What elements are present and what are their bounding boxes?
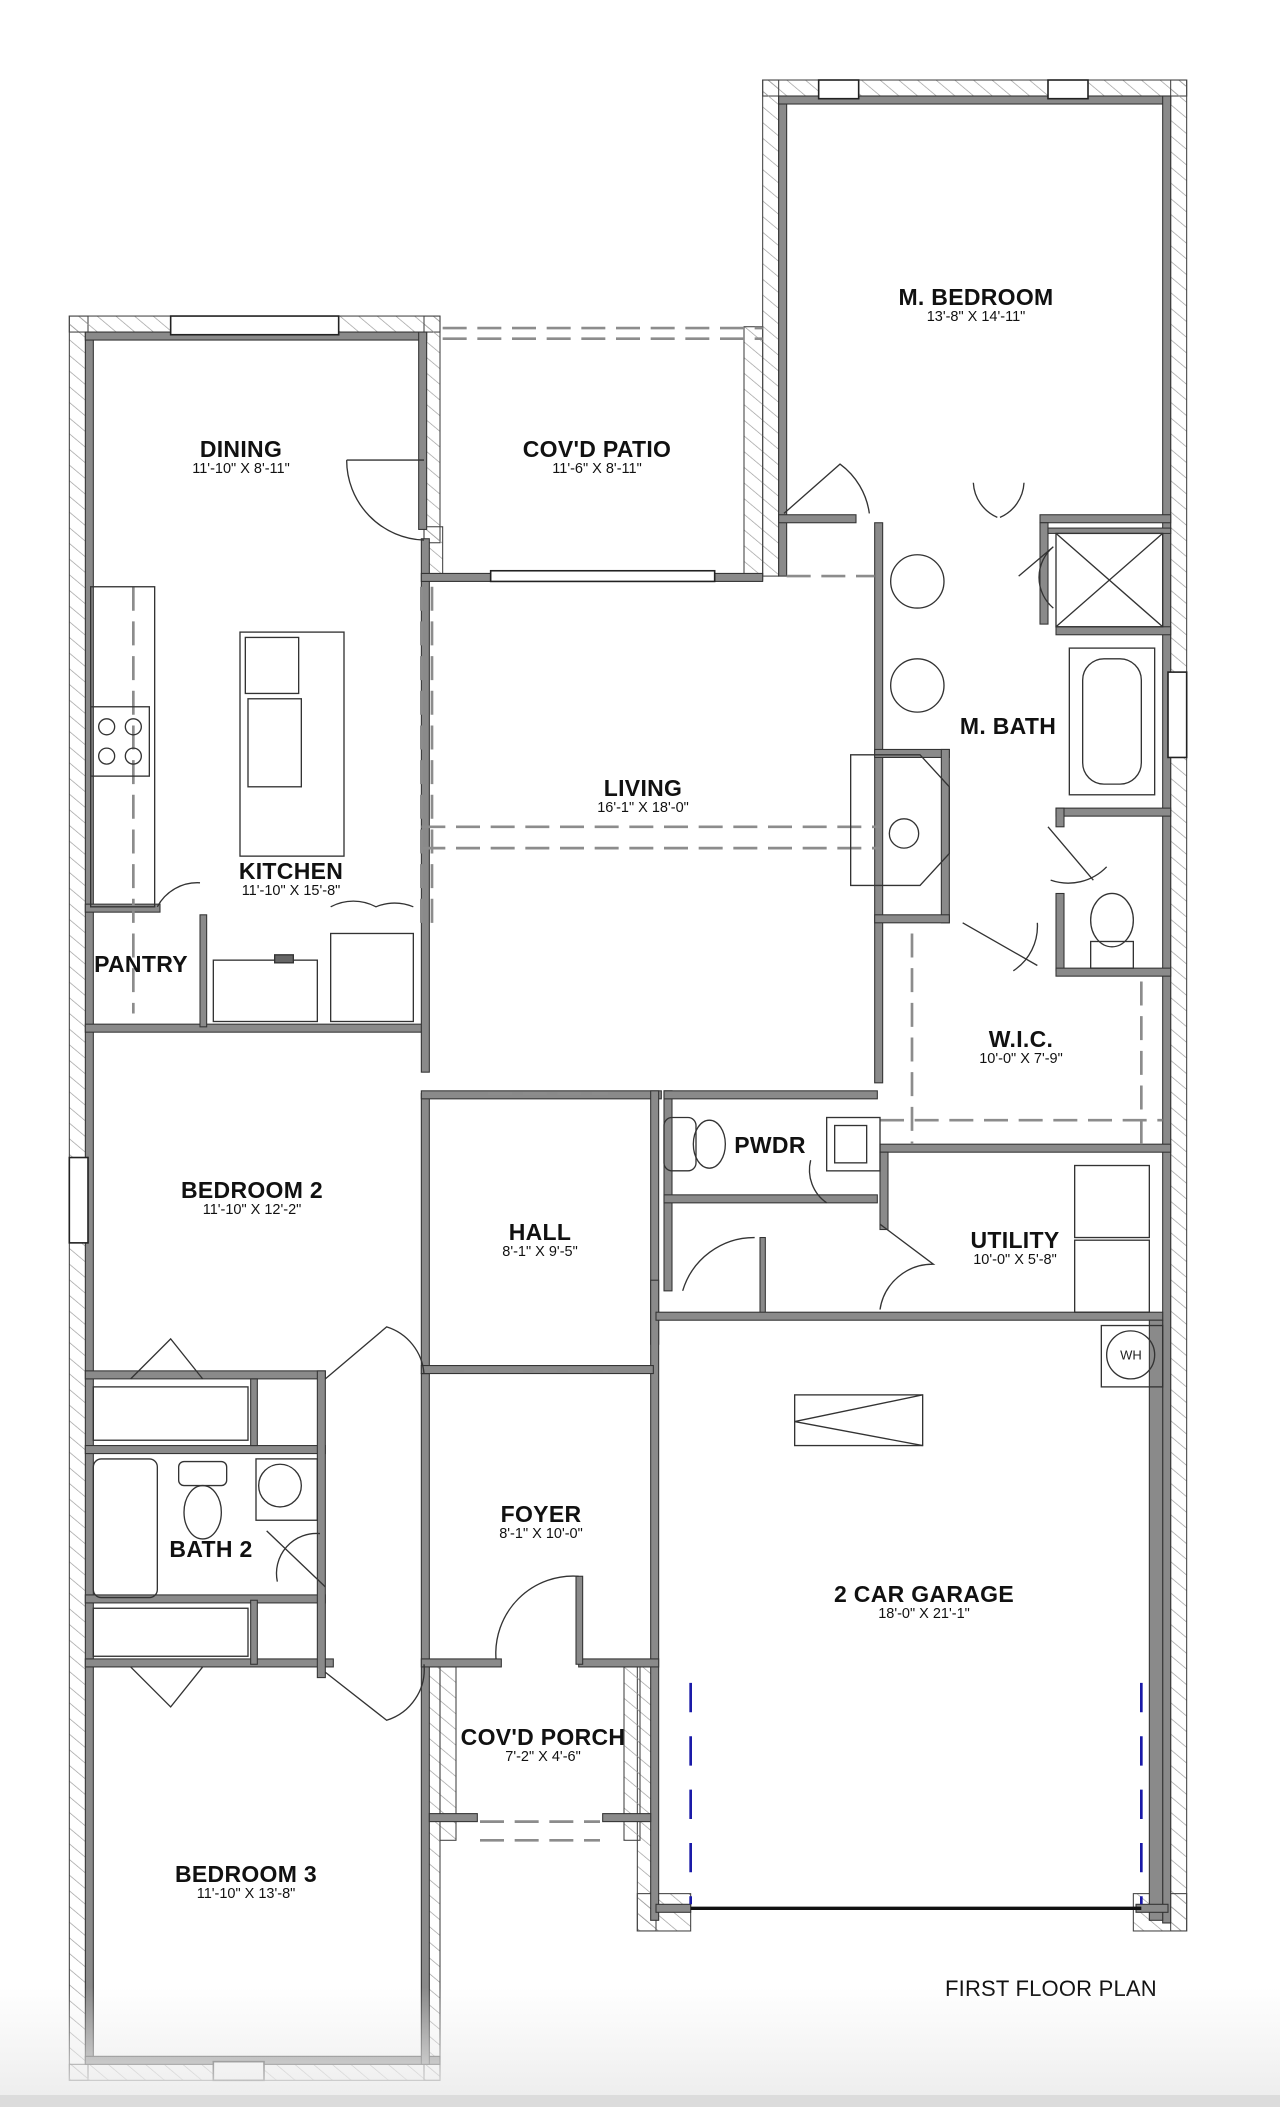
room-pantry: PANTRY: [94, 952, 188, 976]
room-dimensions: 11'-10" X 12'-2": [202, 1202, 302, 1218]
room-dimensions: 10'-0" X 7'-9": [979, 1051, 1063, 1067]
room-foyer: FOYER 8'-1" X 10'-0": [499, 1502, 583, 1542]
dashed-lines: [132, 326, 1163, 1842]
room-living: LIVING 16'-1" X 18'-0": [597, 776, 689, 816]
room-name: W.I.C.: [988, 1026, 1054, 1052]
room-bedroom-2: BEDROOM 2 11'-10" X 12'-2": [181, 1178, 323, 1218]
kitchen-fixtures: [90, 586, 414, 1023]
room-dimensions: 11'-6" X 8'-11": [552, 461, 642, 477]
bath2-fixtures: [92, 1386, 318, 1657]
utility-fixtures: [663, 1116, 1164, 1447]
room-hall: HALL 8'-1" X 9'-5": [502, 1220, 577, 1260]
room-dimensions: 18'-0" X 21'-1": [878, 1606, 970, 1622]
room-powder: PWDR: [734, 1133, 805, 1157]
room-dining: DINING 11'-10" X 8'-11": [192, 437, 290, 477]
room-dimensions: 8'-1" X 10'-0": [499, 1526, 583, 1542]
master-bath-fixtures: [850, 532, 1164, 969]
door-swings: [130, 459, 1108, 1722]
room-name: 2 CAR GARAGE: [834, 1581, 1014, 1607]
exterior-veneer: [68, 79, 1188, 2081]
room-name: COV'D PORCH: [460, 1724, 626, 1750]
windows: [68, 79, 1188, 2082]
room-utility: UTILITY 10'-0" X 5'-8": [971, 1228, 1060, 1268]
room-covered-patio: COV'D PATIO 11'-6" X 8'-11": [523, 437, 671, 477]
room-dimensions: 7'-2" X 4'-6": [505, 1749, 581, 1765]
room-name: DINING: [199, 436, 283, 462]
room-dimensions: 10'-0" X 5'-8": [973, 1252, 1057, 1268]
room-name: COV'D PATIO: [522, 436, 672, 462]
room-covered-porch: COV'D PORCH 7'-2" X 4'-6": [461, 1725, 626, 1765]
room-master-bath: M. BATH: [960, 714, 1056, 738]
room-dimensions: 13'-8" X 14'-11": [926, 309, 1026, 325]
room-bath-2: BATH 2: [169, 1537, 252, 1561]
room-name: HALL: [508, 1219, 572, 1245]
water-heater-label: WH: [1120, 1347, 1142, 1363]
room-name: PANTRY: [94, 951, 188, 977]
room-kitchen: KITCHEN 11'-10" X 15'-8": [239, 859, 343, 899]
room-dimensions: 11'-10" X 15'-8": [241, 883, 341, 899]
room-name: UTILITY: [970, 1227, 1060, 1253]
room-dimensions: 11'-10" X 8'-11": [192, 461, 290, 477]
room-master-bedroom: M. BEDROOM 13'-8" X 14'-11": [898, 285, 1053, 325]
bottom-bar: [0, 2095, 1280, 2107]
bottom-shade: [0, 1987, 1280, 2107]
room-name: PWDR: [734, 1132, 806, 1158]
room-name: BEDROOM 3: [175, 1861, 317, 1887]
room-name: FOYER: [500, 1501, 582, 1527]
room-wic: W.I.C. 10'-0" X 7'-9": [979, 1027, 1063, 1067]
room-garage: 2 CAR GARAGE 18'-0" X 21'-1": [834, 1582, 1014, 1622]
room-name: LIVING: [603, 775, 683, 801]
room-name: M. BATH: [959, 713, 1057, 739]
room-name: BEDROOM 2: [181, 1177, 323, 1203]
room-name: KITCHEN: [238, 858, 344, 884]
walls: [84, 95, 1172, 2065]
room-dimensions: 16'-1" X 18'-0": [597, 800, 689, 816]
room-name: M. BEDROOM: [898, 284, 1054, 310]
garage-door-marks: [689, 1682, 1143, 1905]
room-dimensions: 8'-1" X 9'-5": [502, 1244, 578, 1260]
room-dimensions: 11'-10" X 13'-8": [196, 1886, 296, 1902]
room-name: BATH 2: [169, 1536, 253, 1562]
room-bedroom-3: BEDROOM 3 11'-10" X 13'-8": [175, 1862, 317, 1902]
